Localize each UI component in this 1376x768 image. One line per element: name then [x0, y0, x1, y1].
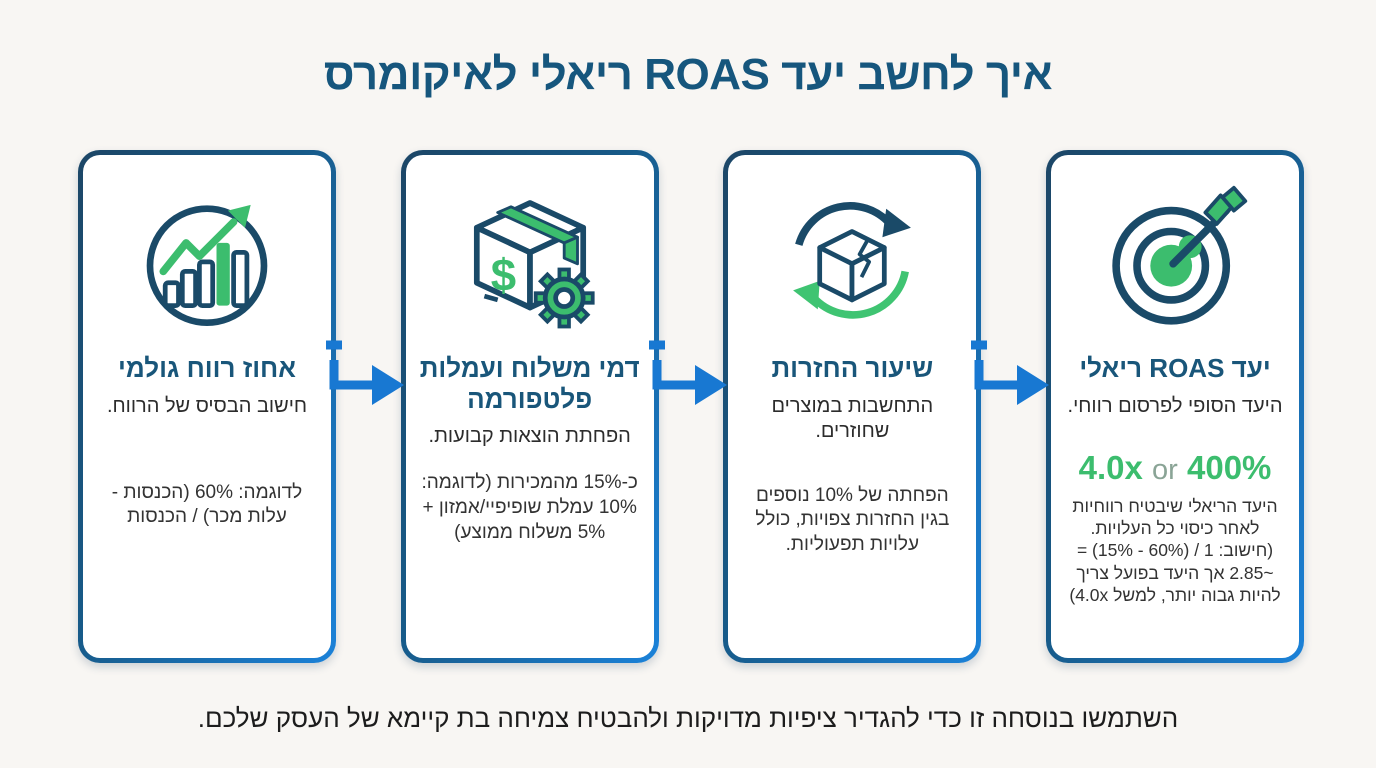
roas-multiplier-value: 4.0x [1078, 448, 1143, 486]
card-gross-profit: אחוז רווח גולמי חישוב הבסיס של הרווח. לד… [78, 150, 336, 663]
card-subtitle: הפחתת הוצאות קבועות. [428, 425, 631, 448]
card-returns-rate: שיעור החזרות התחשבות במוצרים שחוזרים. הפ… [723, 150, 982, 663]
card-shipping-fees: $ [400, 150, 659, 663]
card-detail: לדוגמה: 60% (הכנסות - עלות מכר) / הכנסות [111, 481, 303, 528]
bar-chart-growth-icon [131, 181, 283, 339]
returns-cycle-icon [776, 181, 928, 339]
footer-note: השתמשו בנוסחה זו כדי להגדיר ציפיות מדויק… [197, 703, 1179, 733]
card-detail: היעד הריאלי שיבטיח רווחיות לאחר כיסוי כל… [1069, 495, 1281, 606]
card-title: אחוז רווח גולמי [118, 353, 296, 383]
card-roas-target: יעד ROAS ריאלי היעד הסופי לפרסום רווחי. … [1046, 150, 1305, 663]
card-subtitle: חישוב הבסיס של הרווח. [106, 394, 308, 417]
card-detail: הפחתה של 10% נוספים בגין החזרות צפויות, … [755, 484, 950, 556]
card-detail: כ-15% מהמכירות (לדוגמה: 10% עמלת שופיפיי… [421, 472, 638, 543]
card-title: דמי משלוח ועמלות פלטפורמה [419, 353, 640, 414]
card-subtitle: התחשבות במוצרים שחוזרים. [771, 394, 934, 442]
flow-arrow-icon [326, 340, 404, 405]
card-returns-rate-body: שיעור החזרות התחשבות במוצרים שחוזרים. הפ… [728, 155, 977, 658]
card-title: שיעור החזרות [771, 353, 934, 383]
flow-arrow-icon [648, 340, 727, 405]
svg-text:$: $ [490, 249, 515, 300]
card-gross-profit-body: אחוז רווח גולמי חישוב הבסיס של הרווח. לד… [83, 155, 331, 658]
package-fees-gear-icon: $ [454, 181, 606, 339]
steps-row: אחוז רווח גולמי חישוב הבסיס של הרווח. לד… [78, 150, 1305, 663]
roas-percent-value: 400% [1187, 448, 1272, 486]
page-title: איך לחשב יעד ROAS ריאלי לאיקומרס [323, 50, 1053, 99]
card-subtitle: היעד הסופי לפרסום רווחי. [1067, 394, 1283, 417]
card-roas-target-body: יעד ROAS ריאלי היעד הסופי לפרסום רווחי. … [1051, 155, 1300, 658]
flow-arrow-2 [648, 150, 727, 663]
roas-highlight: 4.0x or 400% [1079, 449, 1272, 487]
roas-or-word: or [1152, 453, 1178, 486]
target-arrow-icon [1099, 181, 1251, 339]
flow-arrow-3 [971, 150, 1050, 663]
flow-arrow-1 [326, 150, 404, 663]
card-title: יעד ROAS ריאלי [1079, 353, 1271, 383]
flow-arrow-icon [971, 340, 1050, 405]
card-shipping-fees-body: $ [405, 155, 654, 658]
